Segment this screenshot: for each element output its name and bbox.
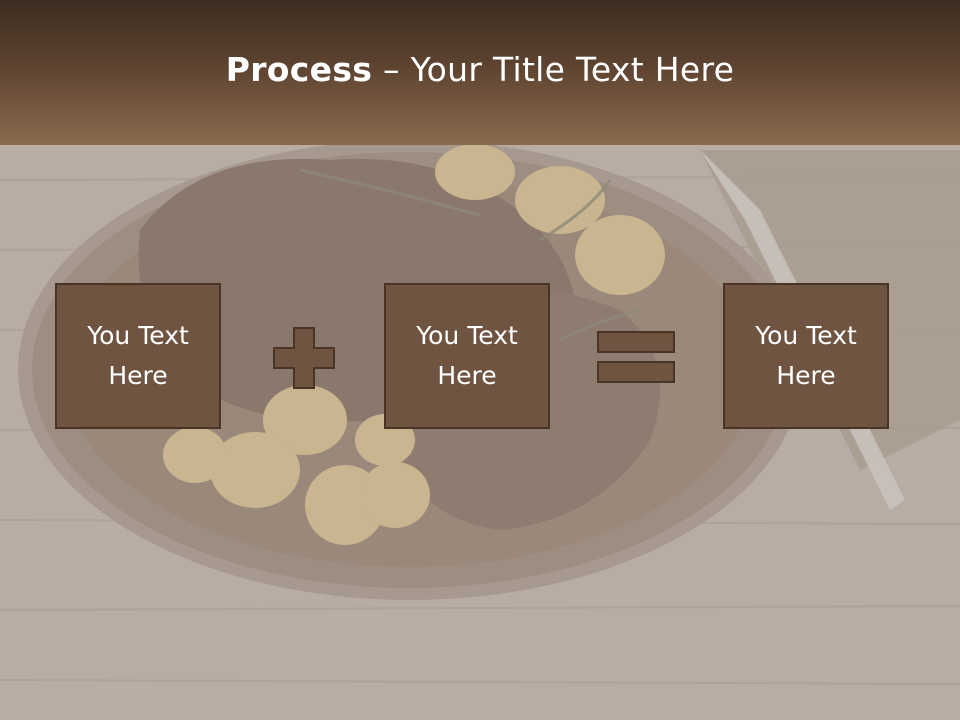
title-rest: – Your Title Text Here xyxy=(372,50,735,89)
plus-icon xyxy=(273,327,335,389)
equals-icon xyxy=(597,331,675,383)
slide-title: Process – Your Title Text Here xyxy=(226,50,735,89)
title-bold: Process xyxy=(225,50,373,89)
process-box-1[interactable]: You Text Here xyxy=(55,283,221,429)
process-box-3[interactable]: You Text Here xyxy=(723,283,889,429)
process-box-2[interactable]: You Text Here xyxy=(384,283,550,429)
process-box-3-label: You Text Here xyxy=(755,321,857,390)
title-bar: Process – Your Title Text Here xyxy=(0,0,960,145)
process-box-1-label: You Text Here xyxy=(87,321,189,390)
process-box-2-label: You Text Here xyxy=(416,321,518,390)
